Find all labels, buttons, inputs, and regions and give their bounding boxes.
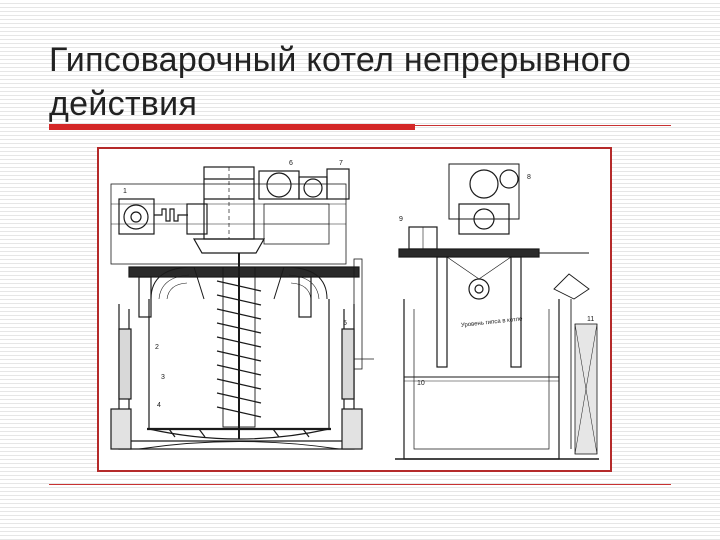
callout-6: 6	[289, 160, 293, 167]
footer-divider-line	[49, 484, 671, 485]
slide-title-line-1: Гипсоварочный котел непрерывного	[49, 41, 632, 79]
level-note: Уровень гипса в котле	[461, 316, 524, 328]
slide-title: Гипсоварочный котел непрерывного действи…	[49, 38, 689, 126]
right-section-view: Уровень гипса в котле	[395, 163, 599, 460]
callout-4: 4	[157, 402, 161, 409]
callout-1: 1	[123, 188, 127, 195]
left-section-view	[110, 166, 374, 450]
callout-10: 10	[417, 380, 425, 387]
callout-9: 9	[399, 216, 403, 223]
motor-right	[326, 168, 350, 200]
slide-title-line-2: действия	[49, 85, 198, 123]
title-accent-bar	[49, 124, 415, 130]
callout-5: 5	[343, 320, 347, 327]
kettle-drawing: Уровень гипса в котле 1 2 3 4	[110, 160, 599, 460]
callout-3: 3	[161, 374, 165, 381]
technical-drawing-frame: Уровень гипса в котле 1 2 3 4	[97, 147, 612, 472]
callout-8: 8	[527, 174, 531, 181]
callout-2: 2	[155, 344, 159, 351]
motor-left	[118, 198, 155, 235]
title-divider-line	[415, 125, 671, 126]
callout-11: 11	[587, 316, 594, 323]
callout-7: 7	[339, 160, 343, 167]
